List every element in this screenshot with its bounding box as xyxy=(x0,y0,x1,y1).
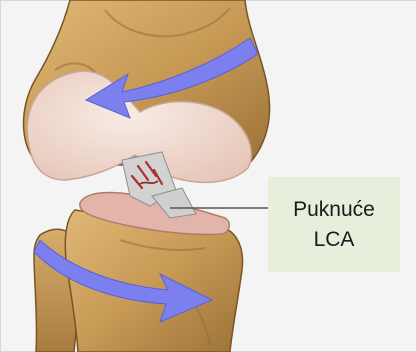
callout-line-2: LCA xyxy=(314,225,355,255)
callout-label: Puknuće LCA xyxy=(268,177,400,272)
callout-line-1: Puknuće xyxy=(293,195,375,225)
